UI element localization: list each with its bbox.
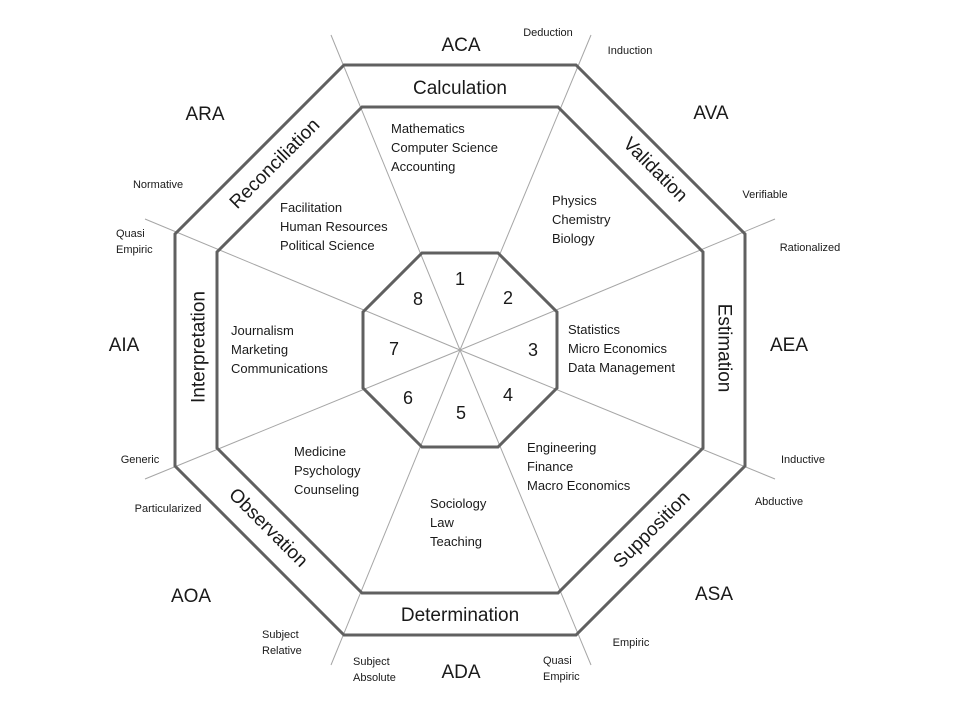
reasoning-label-deduction: Deduction [523, 27, 573, 39]
center-number-2: 2 [503, 288, 513, 308]
code-ara: ARA [185, 104, 224, 125]
section-label-interpretation: Interpretation [189, 291, 210, 403]
reasoning-label-inductive: Inductive [781, 454, 825, 466]
center-number-1: 1 [455, 269, 465, 289]
reasoning-label-rationalized: Rationalized [780, 242, 841, 254]
center-number-7: 7 [389, 339, 399, 359]
reasoning-label-normative: Normative [133, 179, 183, 191]
spoke-1 [330, 34, 461, 351]
center-number-4: 4 [503, 385, 513, 405]
spoke-2 [459, 34, 592, 351]
section-label-determination: Determination [401, 605, 519, 626]
code-aca: ACA [441, 35, 480, 56]
reasoning-label-abductive: Abductive [755, 496, 803, 508]
inner-octagon [361, 251, 559, 449]
spoke-8 [144, 218, 461, 351]
section-label-estimation: Estimation [714, 304, 735, 393]
outer-codes: ACA AVA AEA ASA ADA AOA AIA ARA [109, 35, 809, 683]
spokes [144, 34, 776, 666]
spoke-4 [459, 349, 776, 480]
reasoning-labels: Deduction Induction Verifiable Rationali… [116, 27, 840, 684]
section-label-reconciliation: Reconciliation [226, 115, 324, 213]
center-number-3: 3 [528, 340, 538, 360]
spoke-7 [144, 349, 461, 480]
code-ada: ADA [441, 662, 480, 683]
code-asa: ASA [695, 584, 733, 605]
spoke-6 [330, 349, 461, 666]
center-number-8: 8 [413, 289, 423, 309]
section-label-calculation: Calculation [413, 78, 507, 99]
code-ava: AVA [693, 103, 729, 124]
spoke-3 [459, 218, 776, 351]
middle-octagon [215, 105, 705, 595]
center-number-6: 6 [403, 388, 413, 408]
reasoning-label-particularized: Particularized [135, 503, 202, 515]
center-number-5: 5 [456, 403, 466, 423]
center-numbers: 1 2 3 4 5 6 7 8 [389, 269, 538, 423]
reasoning-label-empiric: Empiric [613, 637, 650, 649]
reasoning-label-verifiable: Verifiable [742, 189, 787, 201]
outer-octagon [173, 63, 747, 637]
code-aia: AIA [109, 335, 140, 356]
reasoning-label-induction: Induction [608, 45, 653, 57]
spoke-5 [459, 349, 592, 666]
reasoning-label-generic: Generic [121, 454, 160, 466]
code-aea: AEA [770, 335, 808, 356]
code-aoa: AOA [171, 586, 211, 607]
